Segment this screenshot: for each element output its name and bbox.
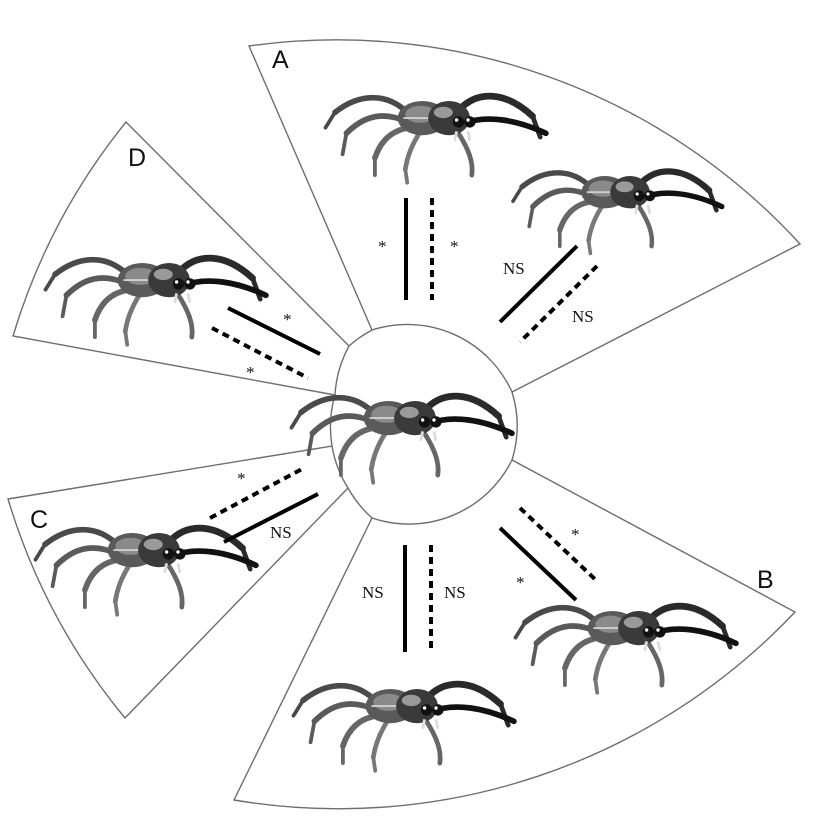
panel-b-dashed-sig-2: * xyxy=(571,525,580,544)
panel-b-dashed-sig: NS xyxy=(444,583,466,602)
panel-b-label: B xyxy=(757,566,774,594)
panel-c-label: C xyxy=(30,506,48,534)
panel-a-dashed-sig-2: NS xyxy=(572,307,594,326)
panel-d-solid-sig: * xyxy=(283,310,292,329)
panel-d-sector xyxy=(13,122,349,395)
panel-b-solid-sig-2: * xyxy=(516,573,525,592)
panel-b-solid-sig: NS xyxy=(362,583,384,602)
panel-a-label: A xyxy=(272,46,289,74)
panel-c-dashed-sig: * xyxy=(237,469,246,488)
panel-d-dashed-sig: * xyxy=(246,363,255,382)
panel-c-solid-sig: NS xyxy=(270,523,292,542)
panel-d-label: D xyxy=(128,144,146,172)
panel-a-solid-sig: * xyxy=(378,237,387,256)
panel-a-dashed-sig: * xyxy=(450,237,459,256)
panel-a-solid-sig-2: NS xyxy=(503,259,525,278)
